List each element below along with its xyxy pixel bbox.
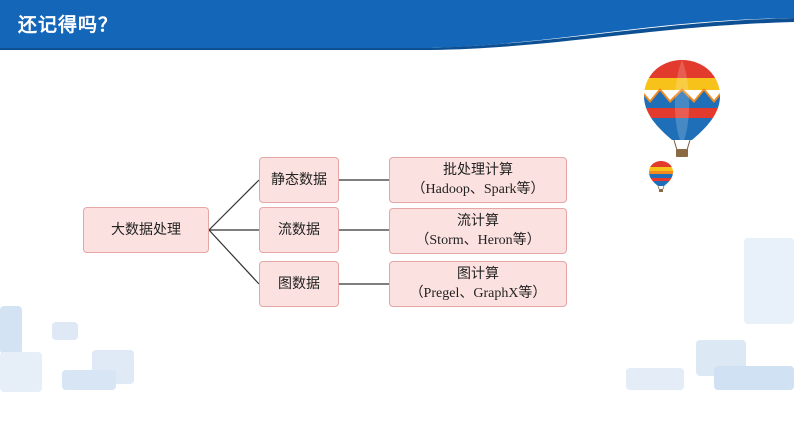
data-type-label: 流数据	[278, 222, 320, 238]
method-examples: （Storm、Heron等）	[415, 233, 541, 248]
header-background	[0, 0, 794, 50]
data-type-node-stream: 流数据	[259, 207, 339, 253]
decor-square	[0, 352, 42, 392]
method-label: 图计算	[457, 266, 499, 282]
method-label: 批处理计算	[443, 162, 513, 178]
header-banner: 还记得吗？	[0, 0, 794, 50]
method-label: 流计算	[457, 213, 499, 229]
data-type-node-graph: 图数据	[259, 261, 339, 307]
method-node-stream: 流计算 （Storm、Heron等）	[389, 208, 567, 254]
decor-square	[744, 238, 794, 324]
method-node-batch: 批处理计算 （Hadoop、Spark等）	[389, 157, 567, 203]
data-type-node-static: 静态数据	[259, 157, 339, 203]
method-examples: （Pregel、GraphX等）	[409, 286, 547, 301]
hot-air-balloon-small-icon	[649, 161, 673, 192]
data-type-label: 静态数据	[271, 172, 327, 188]
decor-square	[714, 366, 794, 390]
page-title: 还记得吗？	[18, 14, 119, 36]
decor-square	[62, 370, 116, 390]
decor-square	[52, 322, 78, 340]
method-node-graph: 图计算 （Pregel、GraphX等）	[389, 261, 567, 307]
decor-square	[0, 306, 22, 354]
data-type-label: 图数据	[278, 276, 320, 292]
root-label: 大数据处理	[111, 222, 181, 238]
root-node: 大数据处理	[83, 207, 209, 253]
decor-square	[626, 368, 684, 390]
method-examples: （Hadoop、Spark等）	[411, 182, 545, 197]
hot-air-balloon-icon	[644, 60, 720, 157]
